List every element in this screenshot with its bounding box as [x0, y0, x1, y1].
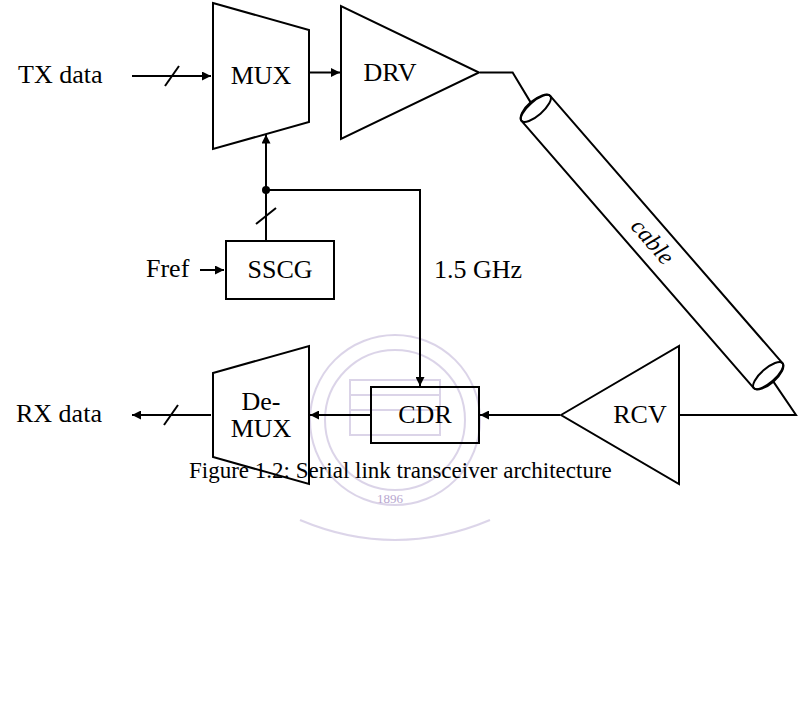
signal-name: RX data [16, 400, 102, 429]
figure-caption: Figure 1.2: Serial link transceiver arch… [189, 458, 612, 483]
sscg-box: SSCG [225, 240, 335, 300]
driver-amplifier: DRV [340, 5, 480, 140]
rx-data-arrow [132, 405, 211, 425]
signal-connector [266, 190, 420, 386]
watermark: 1896 [377, 492, 403, 506]
signal-connector [480, 73, 531, 103]
signal-name: TX data [18, 61, 102, 90]
junction-dot [262, 186, 270, 194]
node-label: De- MUX [230, 388, 292, 443]
watermark-logo [300, 335, 490, 540]
tx-data-arrow [132, 66, 211, 86]
node-label: SSCG [247, 256, 312, 283]
node-label: CDR [398, 401, 451, 428]
node-label: RCV [613, 401, 666, 428]
cable-cylinder: cable [516, 89, 789, 394]
node-label: MUX [231, 62, 292, 89]
mux-block: MUX [212, 2, 310, 150]
signal-connector [310, 414, 370, 416]
cdr-box: CDR [370, 386, 480, 444]
node-label: DRV [364, 59, 417, 86]
signal-connector [680, 382, 796, 415]
signal-connector [310, 72, 340, 74]
clock-frequency-label: 1.5 GHz [434, 256, 522, 285]
signal-connector [480, 414, 560, 416]
fref-arrow [200, 269, 224, 271]
signal-name: Fref [146, 255, 189, 284]
